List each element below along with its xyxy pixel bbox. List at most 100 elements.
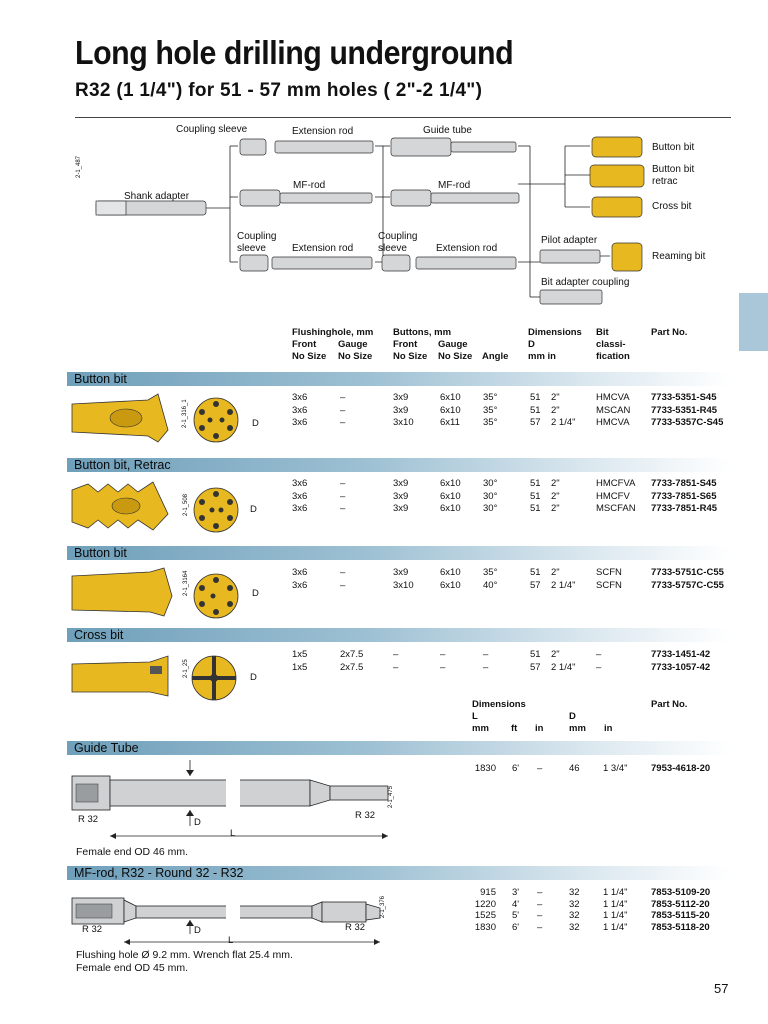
bit-face-d-3: D	[252, 588, 259, 599]
bit-illustrations	[71, 393, 239, 701]
guide-tube-drawing	[71, 760, 389, 839]
mf-rod-l-ft-0: 3'	[512, 887, 520, 898]
band-button-bit-2: Button bit	[67, 546, 731, 560]
button-bit-dim-in-0: 2"	[551, 392, 560, 403]
button-bit-retrac-flush-front-1: 3x6	[292, 490, 308, 502]
label-extension-rod-3: Extension rod	[436, 243, 498, 254]
button-bit-retrac-dim-in-2: 2"	[551, 503, 560, 514]
mf-rod-l-label: L	[228, 935, 234, 946]
button-bit-retrac-part-no-0: 7733-7851-S45	[651, 478, 717, 489]
cross-bit-flush-front-1: 1x5	[292, 661, 308, 673]
guide-tube-r32-right: R 32	[355, 810, 376, 821]
mf-rod-part-no-1: 7853-5112-20	[651, 898, 710, 910]
button-bit-part-no-1: 7733-5351-R45	[651, 404, 718, 416]
mf-rod-part-no-0: 7853-5109-20	[651, 887, 711, 898]
button-bit-2-button-gauge-0: 6x10	[440, 567, 461, 578]
guide-tube-part-no-0: 7953-4618-20	[651, 763, 711, 774]
button-bit-2-button-front-1: 3x10	[393, 579, 414, 591]
button-bit-bit-class-1: MSCAN	[596, 404, 631, 416]
mf-rod-d-in-0: 1 1/4"	[603, 887, 628, 898]
code-mf-rod: 2-1_376	[380, 895, 386, 918]
mf-rod-note-1: Flushing hole Ø 9.2 mm. Wrench flat 25.4…	[76, 949, 293, 961]
mf-rod-l-mm-0: 915	[480, 887, 496, 898]
button-bit-2-flush-front-1: 3x6	[292, 579, 308, 591]
button-bit-retrac-dim-in-0: 2"	[551, 478, 560, 489]
cross-bit-part-no-0: 7733-1451-42	[651, 649, 711, 660]
band-guide-tube: Guide Tube	[67, 741, 731, 755]
button-bit-dim-mm-2: 57	[530, 417, 541, 428]
label-coupling-sleeve: Coupling sleeve	[176, 124, 248, 135]
shank-adapter-shape	[95, 200, 207, 216]
button-bit-retrac-button-front-1: 3x9	[393, 490, 409, 502]
cross-bit-flush-front-0: 1x5	[292, 649, 308, 660]
button-bit-dim-mm-0: 51	[530, 392, 541, 403]
mf-rod-l-mm-2: 1525	[474, 910, 496, 921]
mf-rod-d-label: D	[194, 925, 201, 936]
button-bit-retrac-flush-gauge-1: –	[340, 490, 346, 502]
button-bit-2-flush-gauge-0: –	[340, 567, 346, 578]
button-bit-2-angle-1: 40°	[483, 579, 498, 591]
side-tab	[739, 293, 768, 351]
bit-face-d-4: D	[250, 672, 257, 683]
band-cross-bit: Cross bit	[67, 628, 731, 642]
button-bit-2-dim-in-1: 2 1/4"	[551, 579, 576, 591]
button-bit-retrac-button-gauge-1: 6x10	[440, 490, 461, 502]
code-cross-bit: 2-1_25	[183, 659, 189, 678]
button-bit-retrac-button-gauge-0: 6x10	[440, 478, 461, 489]
title-rule	[75, 117, 731, 118]
guide-tube-l-label: L	[230, 828, 236, 839]
button-bit-button-gauge-1: 6x10	[440, 404, 461, 416]
button-bit-retrac-part-no-1: 7733-7851-S65	[651, 490, 717, 502]
button-bit-part-no-2: 7733-5357C-S45	[651, 417, 724, 428]
page-subtitle: R32 (1 1/4") for 51 - 57 mm holes ( 2"-2…	[75, 80, 483, 101]
mf-rod-l-ft-1: 4'	[512, 898, 520, 910]
mf-rod-l-ft-3: 6'	[512, 921, 520, 933]
cross-bit-angle-1: –	[483, 661, 489, 673]
mf-rod-part-no-3: 7853-5118-20	[651, 921, 710, 933]
button-bit-retrac-button-front-2: 3x9	[393, 503, 409, 514]
button-bit-retrac-flush-gauge-2: –	[340, 503, 346, 514]
button-bit-button-gauge-0: 6x10	[440, 392, 461, 403]
hdr-part-no-2: Part No.	[651, 699, 688, 710]
button-bit-retrac-dim-mm-0: 51	[530, 478, 541, 489]
code-retrac: 2-1_508	[183, 493, 189, 516]
label-extension-rod: Extension rod	[292, 126, 354, 137]
guide-tube-l-in-0: –	[537, 763, 543, 774]
label-cross-bit: Cross bit	[652, 201, 692, 212]
hdr-l-mm: mm	[472, 723, 489, 734]
cross-bit-dim-in-0: 2"	[551, 649, 560, 660]
button-bit-dim-in-1: 2"	[551, 404, 560, 416]
button-bit-image	[71, 393, 239, 443]
button-bit-bit-class-0: HMCVA	[596, 392, 630, 403]
label-pilot-adapter: Pilot adapter	[541, 235, 598, 246]
hdr-d-in: in	[604, 723, 613, 734]
button-bit-2-angle-0: 35°	[483, 567, 498, 578]
mf-rod-l-in-2: –	[537, 910, 543, 921]
button-bit-button-gauge-2: 6x11	[440, 417, 460, 428]
button-bit-bit-class-2: HMCVA	[596, 417, 630, 428]
code-guide-tube: 2-1_475	[388, 785, 394, 808]
label-guide-tube: Guide tube	[423, 125, 472, 136]
button-bit-flush-front-0: 3x6	[292, 392, 308, 403]
button-bit-retrac-part-no-2: 7733-7851-R45	[651, 503, 718, 514]
button-bit-2-bit-class-1: SCFN	[596, 579, 622, 591]
mf-rod-r32-left: R 32	[82, 924, 103, 935]
mf-rod-part-no-2: 7853-5115-20	[651, 910, 710, 921]
guide-tube-d-mm-0: 46	[569, 763, 580, 774]
button-bit-2-flush-gauge-1: –	[340, 579, 346, 591]
guide-tube-r32-left: R 32	[78, 814, 99, 825]
code-button-bit: 2-1_316_1	[182, 399, 188, 428]
button-bit-flush-front-1: 3x6	[292, 404, 308, 416]
diagram-code: 2-1_487	[76, 155, 82, 178]
code-button-bit-2: 2-1_3164	[183, 570, 189, 596]
cross-bit-button-gauge-0: –	[440, 649, 446, 660]
mf-rod-d-mm-0: 32	[569, 887, 580, 898]
button-bit-angle-1: 35°	[483, 404, 498, 416]
page-title: Long hole drilling underground	[75, 34, 514, 71]
